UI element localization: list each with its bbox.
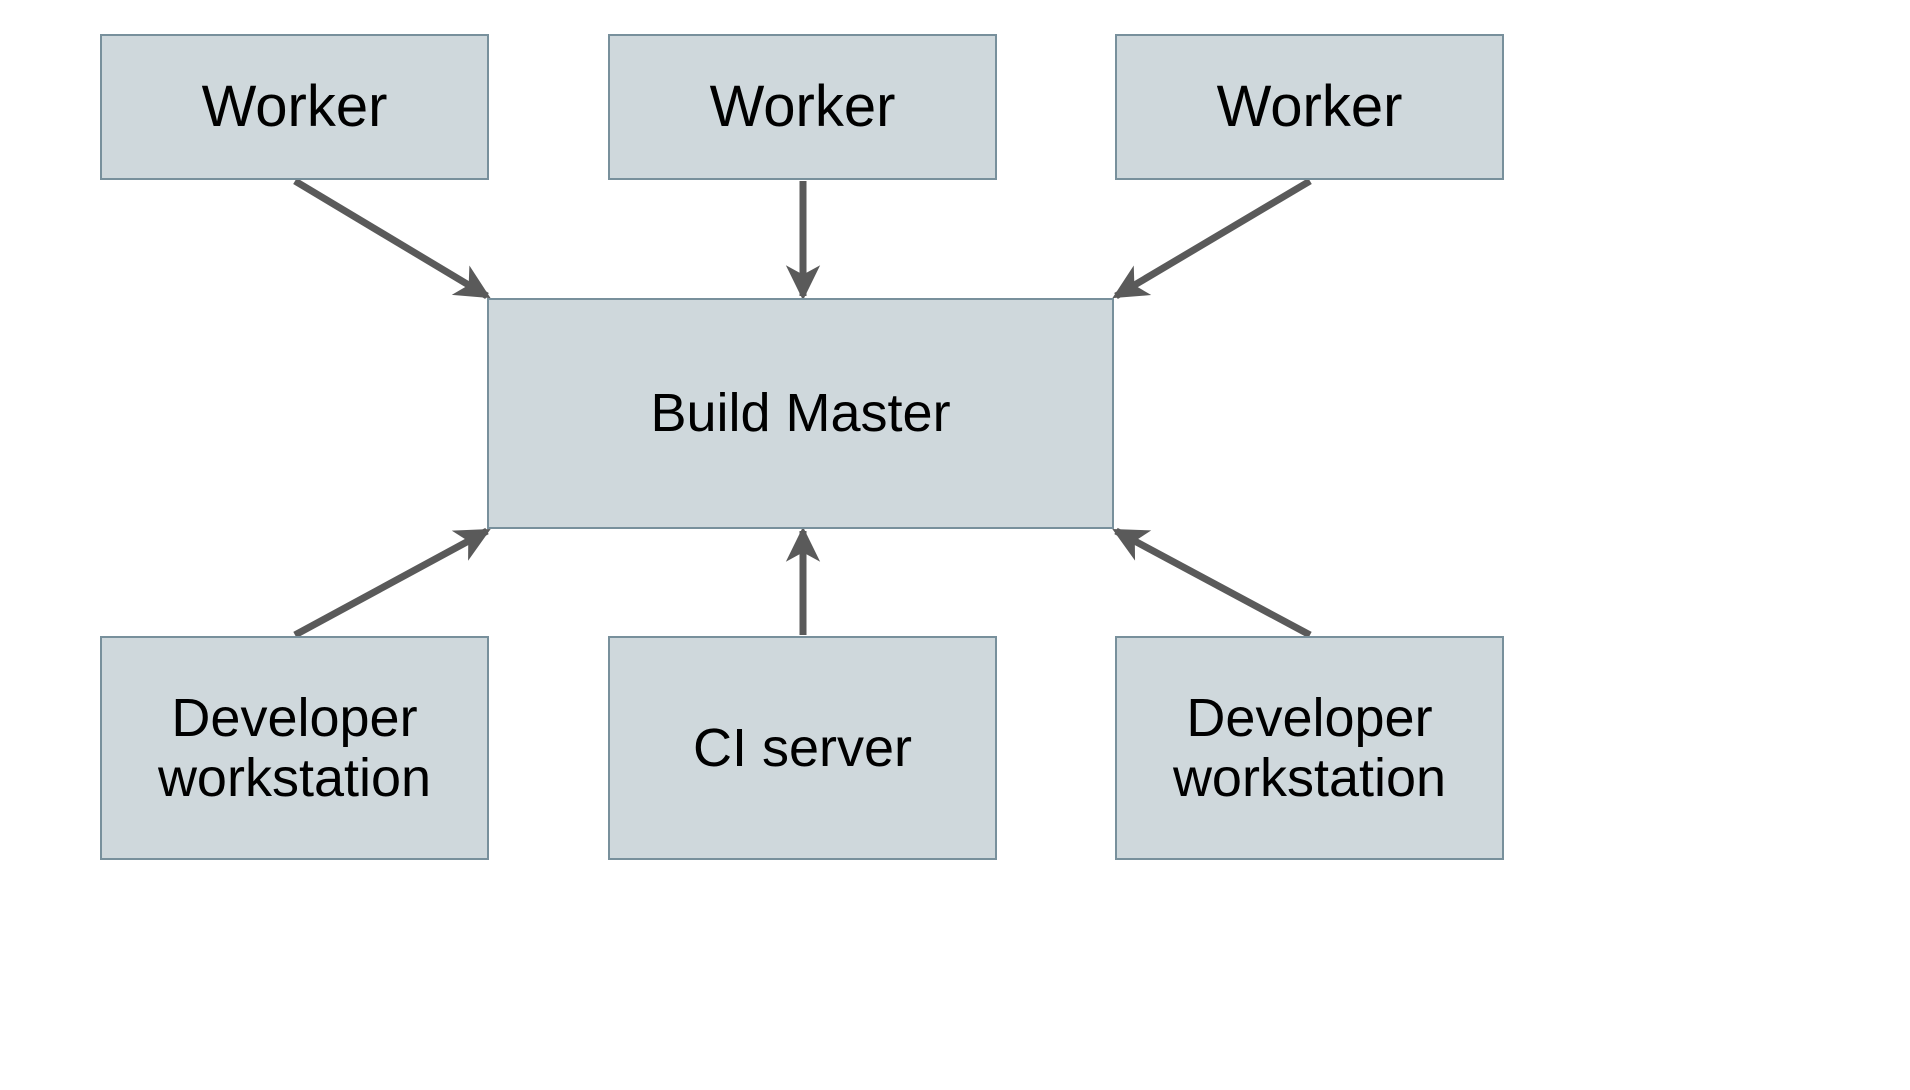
edge-worker-1-to-build-master xyxy=(293,177,491,300)
node-worker-1-label: Worker xyxy=(201,73,388,139)
node-worker-3[interactable]: Worker xyxy=(1115,34,1504,180)
node-build-master[interactable]: Build Master xyxy=(487,298,1114,529)
node-developer-workstation-1[interactable]: Developer workstation xyxy=(100,636,489,860)
node-worker-1[interactable]: Worker xyxy=(100,34,489,180)
node-build-master-label: Build Master xyxy=(650,383,951,444)
edge-dev-ws-1-to-build-master xyxy=(293,527,491,639)
node-ci-server[interactable]: CI server xyxy=(608,636,997,860)
node-worker-2[interactable]: Worker xyxy=(608,34,997,180)
node-worker-3-label: Worker xyxy=(1216,73,1403,139)
node-developer-workstation-1-label: Developer workstation xyxy=(157,687,432,808)
node-developer-workstation-2[interactable]: Developer workstation xyxy=(1115,636,1504,860)
edge-dev-ws-2-to-build-master xyxy=(1112,527,1312,639)
edge-worker-3-to-build-master xyxy=(1112,177,1312,300)
node-worker-2-label: Worker xyxy=(709,73,896,139)
node-developer-workstation-2-label: Developer workstation xyxy=(1172,687,1447,808)
node-ci-server-label: CI server xyxy=(692,717,913,778)
